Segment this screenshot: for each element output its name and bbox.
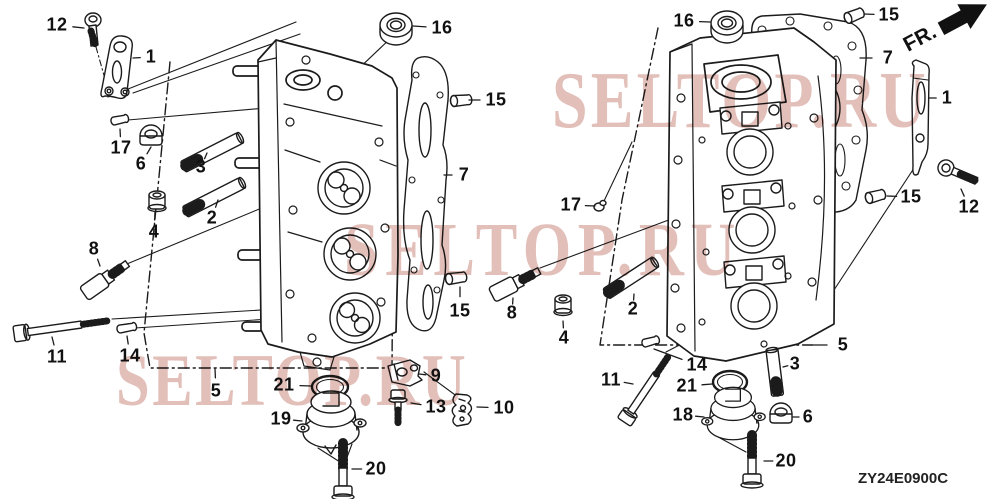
part-2-stud-left [182, 176, 247, 218]
callout-3: 3 [195, 156, 207, 177]
callout-17: 17 [110, 137, 132, 158]
part-19-thermostat-cover-left [296, 390, 367, 455]
callout-1: 1 [145, 46, 157, 67]
callout-12: 12 [46, 14, 68, 35]
callout-21: 21 [273, 374, 295, 395]
callout-leader [51, 336, 55, 346]
callout-leader [203, 152, 208, 160]
callout-13: 13 [425, 396, 447, 417]
callout-20: 20 [775, 450, 797, 471]
callout-9: 9 [430, 365, 442, 386]
part-3-stud-left [180, 131, 245, 173]
callout-10: 10 [493, 397, 515, 418]
part-16-oil-seal-right [710, 10, 744, 44]
callout-5: 5 [837, 334, 849, 355]
callout-leader [96, 258, 101, 267]
callout-11: 11 [600, 369, 622, 390]
part-20-bolt-right [740, 430, 764, 489]
part-10-clamp-left [451, 393, 473, 427]
callout-leader [960, 188, 965, 197]
callout-5: 5 [210, 380, 222, 401]
callout-8: 8 [88, 238, 100, 259]
callout-19: 19 [270, 408, 292, 429]
part-12-flange-bolt-left [84, 12, 102, 48]
part-16-oil-seal-left [379, 12, 413, 46]
callout-6: 6 [135, 153, 147, 174]
callout-leader [410, 402, 422, 406]
callout-leader [623, 381, 634, 385]
part-6-cap-right [769, 402, 793, 424]
part-15-dowel-pin-left [449, 94, 473, 108]
fr-label: FR. [900, 20, 941, 56]
part-4-cap-nut-left [147, 190, 167, 213]
callout-leader [126, 335, 129, 345]
part-4-cap-nut-center [553, 294, 573, 317]
callout-2: 2 [206, 207, 218, 228]
part-17-pin-left [110, 113, 130, 126]
callout-leader [694, 415, 705, 418]
callout-leader [653, 348, 683, 361]
part-12-flange-bolt-right [937, 159, 979, 185]
fr-arrow-icon [937, 4, 987, 35]
callout-14: 14 [119, 345, 141, 366]
part-15-dowel-pin-right-top [843, 7, 865, 24]
callout-15: 15 [878, 4, 900, 25]
callout-leader [146, 146, 152, 155]
part-15-dowel-pin-center [444, 271, 468, 286]
callout-leader [418, 373, 427, 376]
callout-11: 11 [46, 346, 68, 367]
callout-18: 18 [672, 404, 694, 425]
part-11-bolt-left [12, 317, 111, 343]
callout-4: 4 [558, 327, 570, 348]
callout-12: 12 [958, 196, 980, 217]
callout-17: 17 [560, 194, 582, 215]
part-7-gasket-left [402, 55, 449, 332]
part-13-bolt-left [388, 389, 408, 428]
cylinder-head-side-view [232, 39, 399, 371]
part-14-pin-left [116, 321, 138, 334]
callout-15: 15 [485, 89, 507, 110]
callout-leader [412, 25, 427, 28]
part-1-bracket-left [100, 35, 133, 100]
part-18-thermostat-cover-right [701, 386, 766, 441]
part-3-stud-right [765, 346, 785, 399]
part-1-bracket-right [911, 59, 930, 176]
callout-leader [292, 419, 303, 422]
callout-leader [701, 383, 713, 386]
part-15-dowel-pin-right-mid [864, 188, 887, 205]
part-8-spark-plug-left [79, 260, 131, 301]
callout-4: 4 [148, 221, 160, 242]
diagram-code: ZY24E0900C [858, 470, 948, 487]
callout-1: 1 [941, 87, 953, 108]
callout-leader-lines [51, 13, 965, 470]
callout-3: 3 [789, 353, 801, 374]
part-17-pin-right [593, 199, 607, 212]
cylinder-head-front-view [666, 27, 837, 362]
callout-leader [214, 199, 219, 208]
callout-8: 8 [506, 302, 518, 323]
callout-7: 7 [882, 47, 894, 68]
part-6-cap-left [139, 124, 163, 146]
callout-21: 21 [676, 375, 698, 396]
callout-leader [782, 365, 789, 368]
part-14-pin-right [641, 335, 661, 348]
callout-15: 15 [900, 186, 922, 207]
callout-20: 20 [365, 458, 387, 479]
callout-16: 16 [431, 17, 453, 38]
callout-leader [72, 26, 85, 29]
callout-14: 14 [686, 354, 708, 375]
fr-direction-indicator: FR. [900, 4, 987, 56]
part-11-bolt-right [617, 353, 672, 427]
callout-2: 2 [627, 298, 639, 319]
callout-16: 16 [673, 10, 695, 31]
part-9-bracket-left [387, 359, 423, 387]
part-8-spark-plug-center [488, 267, 542, 302]
callout-7: 7 [458, 164, 470, 185]
callout-6: 6 [802, 406, 814, 427]
part-2-stud-center [602, 256, 660, 299]
callout-15: 15 [449, 300, 471, 321]
part-20-bolt-left [331, 438, 355, 499]
